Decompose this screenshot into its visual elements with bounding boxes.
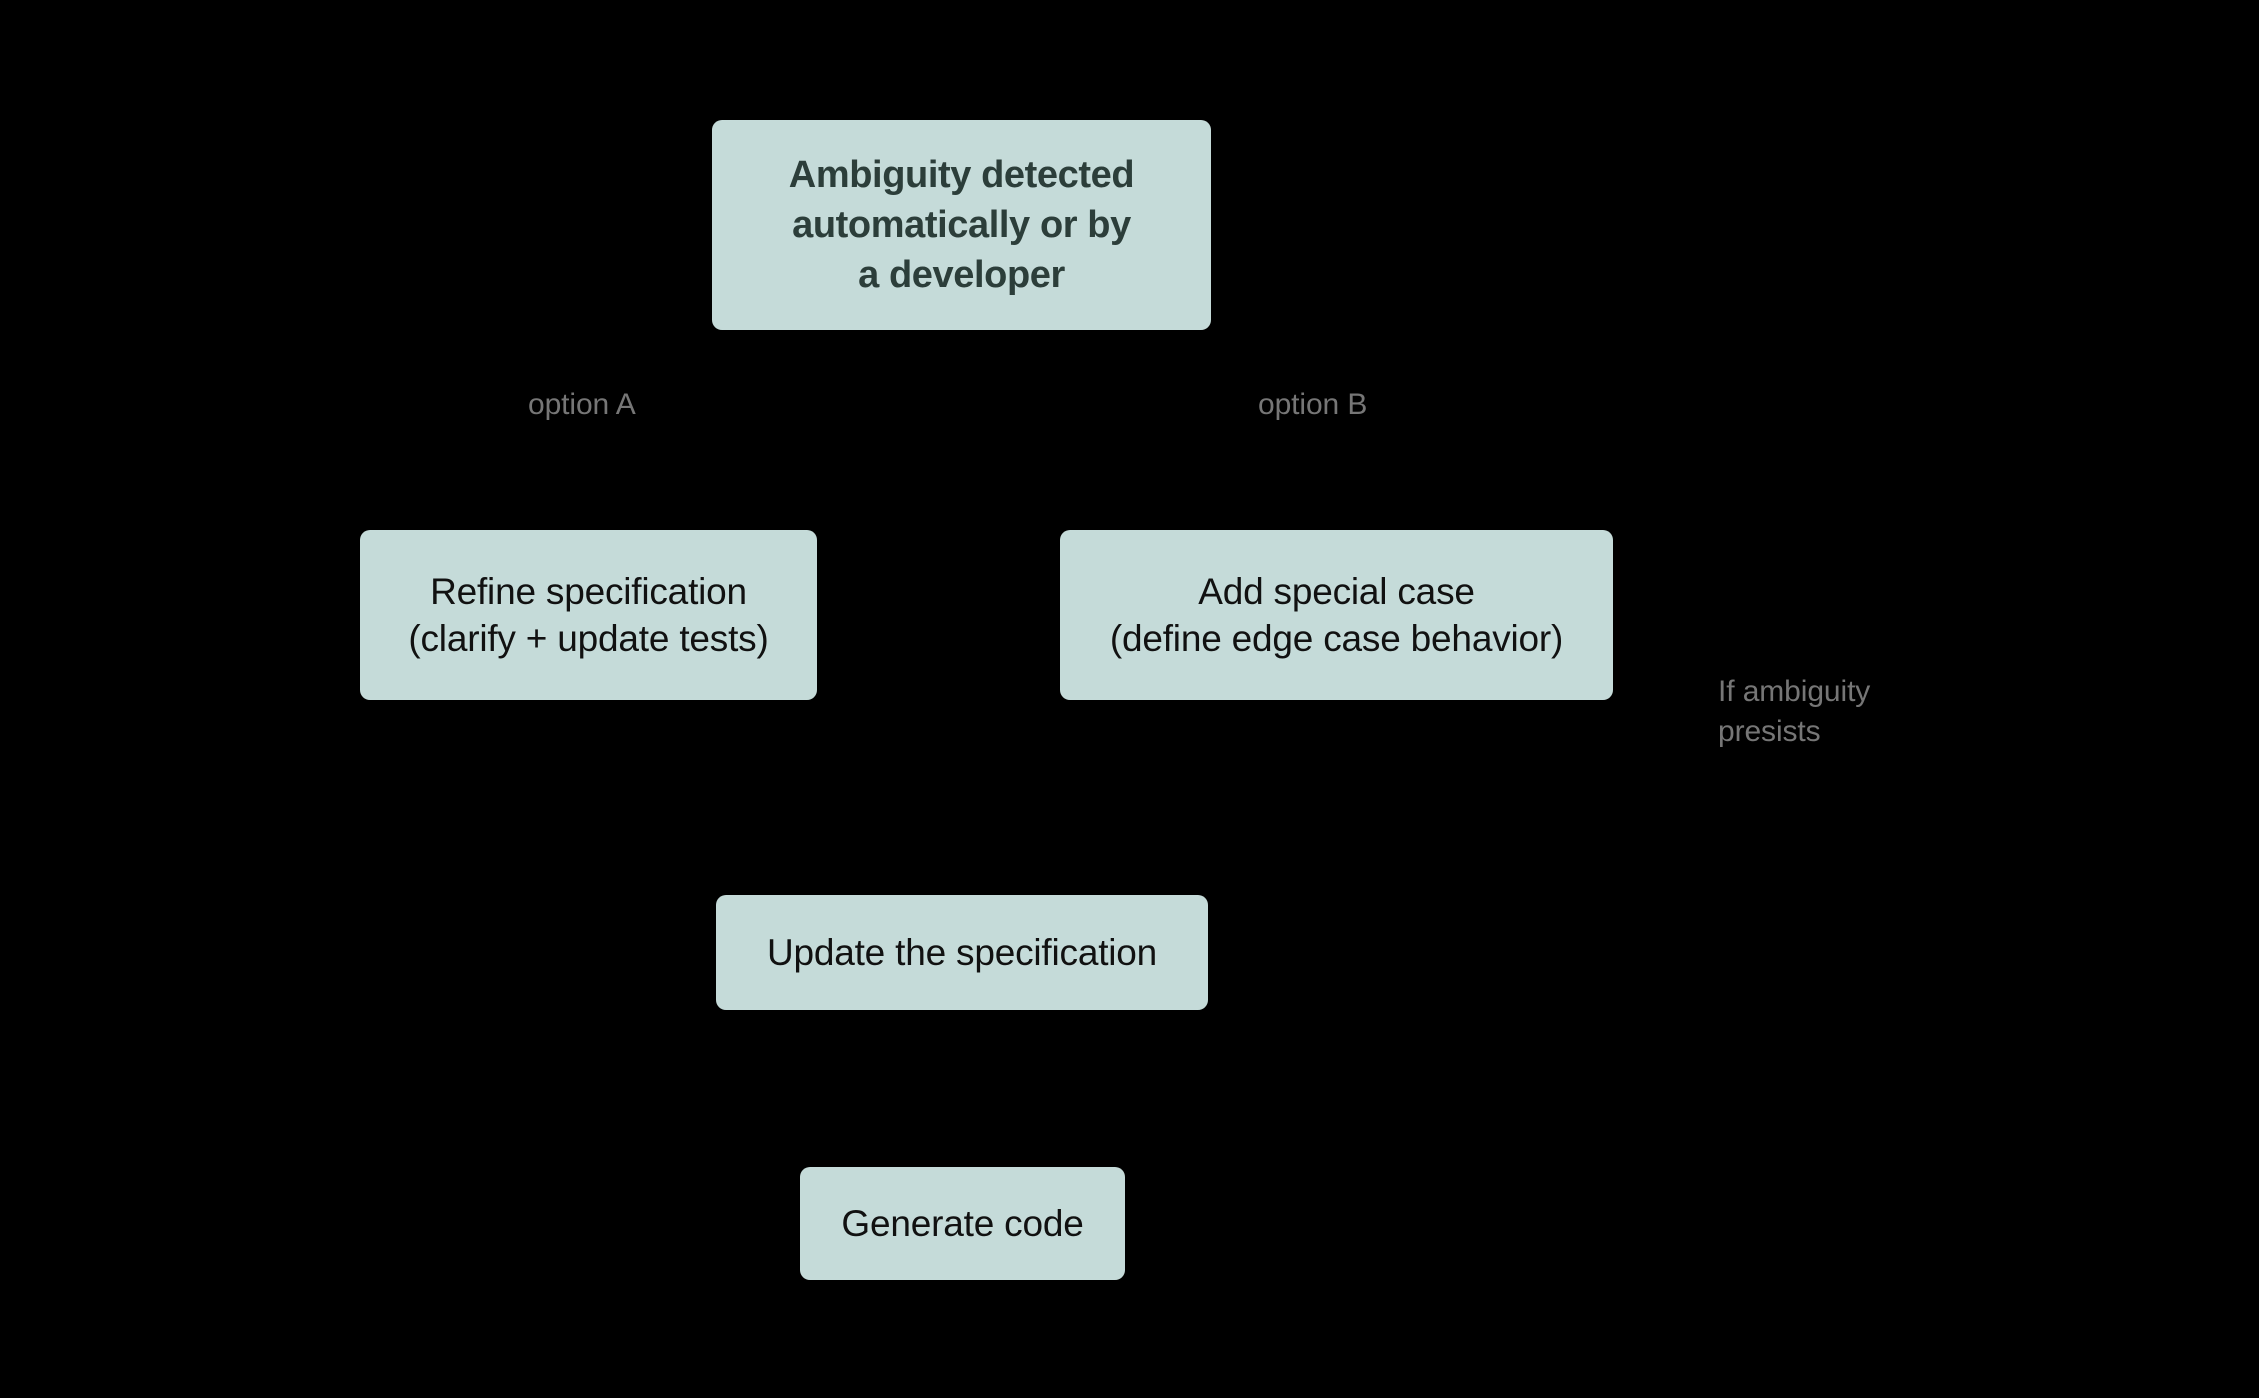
edge-label-option-a: option A bbox=[528, 388, 636, 421]
node-ambiguity-detected[interactable]: Ambiguity detected automatically or by a… bbox=[712, 120, 1211, 330]
node-update-specification[interactable]: Update the specification bbox=[716, 895, 1208, 1010]
edge-label-ambiguity-persists: If ambiguity presists bbox=[1718, 675, 1871, 748]
edge-label-option-b: option B bbox=[1258, 388, 1368, 421]
node-add-special-case[interactable]: Add special case (define edge case behav… bbox=[1060, 530, 1613, 700]
node-generate-code[interactable]: Generate code bbox=[800, 1167, 1125, 1280]
node-refine-specification[interactable]: Refine specification (clarify + update t… bbox=[360, 530, 817, 700]
